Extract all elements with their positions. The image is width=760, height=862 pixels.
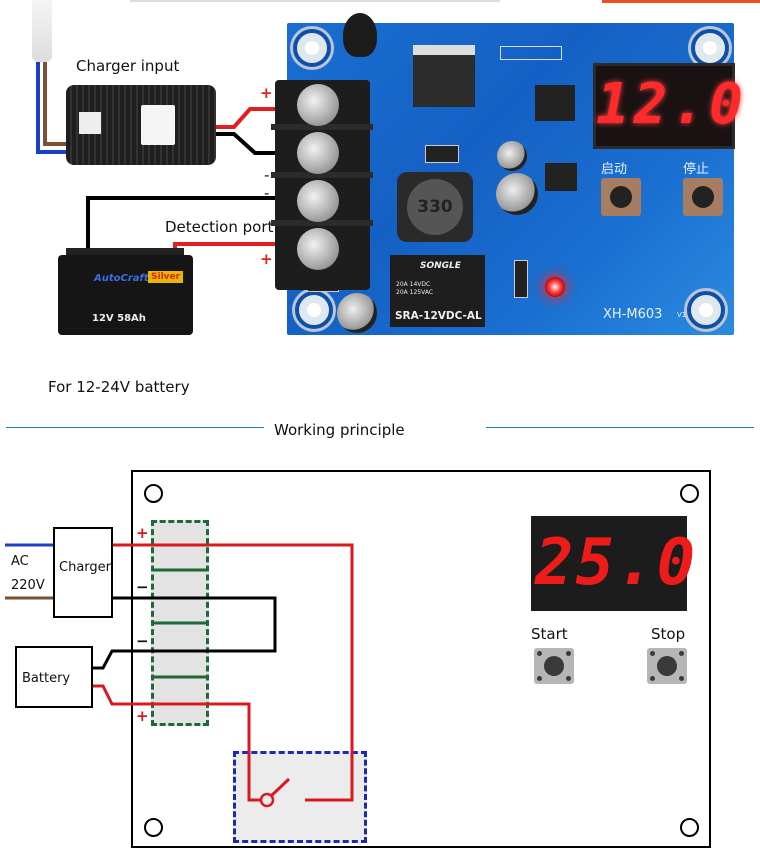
terminal-fin xyxy=(271,124,373,130)
charger-box-label: Charger xyxy=(59,560,111,575)
terminal-screw-4 xyxy=(297,228,339,270)
mount-hole-top-right xyxy=(691,29,729,67)
button-pin-icon xyxy=(650,651,655,656)
capacitor-top xyxy=(343,13,377,57)
relay-spec-line: 20A 14VDC xyxy=(396,281,431,288)
charger-positive-line xyxy=(112,543,354,802)
transistor xyxy=(545,163,577,191)
top-border-gray xyxy=(130,0,500,2)
stop-button-pcb[interactable] xyxy=(683,178,723,216)
working-principle-title: Working principle xyxy=(274,421,405,439)
detection-port-label: Detection port xyxy=(165,218,274,236)
screw-terminal-block xyxy=(271,80,373,290)
top-border-orange xyxy=(602,0,760,3)
terminal-polarity-1: + xyxy=(136,524,149,542)
mount-hole-bottom-left xyxy=(295,291,333,329)
start-label: Start xyxy=(531,625,568,643)
charger-box: Charger xyxy=(53,527,113,618)
mount-hole-top-left xyxy=(293,29,331,67)
pcb-display-value: 12.0 xyxy=(596,72,747,137)
regulator-ic xyxy=(413,45,475,107)
charger-input-label: Charger input xyxy=(76,57,180,75)
ac-label: AC xyxy=(11,554,29,569)
charger-socket-icon xyxy=(79,112,101,134)
schematic-seven-segment-display: 25.0 xyxy=(531,516,698,611)
battery-note-label: For 12-24V battery xyxy=(48,378,190,396)
car-battery: AutoCraft Silver 12V 58Ah xyxy=(58,255,193,335)
button-cap-icon xyxy=(544,656,564,676)
pcb-seven-segment-display: 12.0 xyxy=(593,63,747,149)
button-pin-icon xyxy=(650,676,655,681)
terminal-screw-2 xyxy=(297,132,339,174)
divider-line-left xyxy=(6,427,264,428)
terminal-screw-1 xyxy=(297,84,339,126)
battery-brand: AutoCraft xyxy=(94,273,149,284)
start-button[interactable] xyxy=(534,648,574,684)
mount-hole-icon xyxy=(144,484,163,503)
capacitor-c2 xyxy=(497,141,527,171)
button-cap-icon xyxy=(657,656,677,676)
terminal-fin xyxy=(271,172,373,178)
schematic-display-value: 25.0 xyxy=(535,526,698,600)
voltage-label: 220V xyxy=(11,578,45,593)
ac-plug-icon xyxy=(32,0,52,62)
relay-spec: 20A 14VDC 20A 125VAC xyxy=(396,281,433,297)
button-pin-icon xyxy=(537,676,542,681)
mount-hole-icon xyxy=(680,484,699,503)
battery-rating: 12V 58Ah xyxy=(92,313,146,324)
relay-switch-pivot-icon xyxy=(259,792,275,808)
mount-hole-bottom-right xyxy=(687,291,725,329)
stop-label: Stop xyxy=(651,625,686,643)
start-button-pcb[interactable] xyxy=(601,178,641,216)
button-pin-icon xyxy=(566,651,571,656)
charger-negative-line xyxy=(92,596,277,670)
button-pin-icon xyxy=(679,676,684,681)
stop-button[interactable] xyxy=(647,648,687,684)
relay-model: SRA-12VDC-AL xyxy=(395,310,482,322)
relay-brand: SONGLE xyxy=(420,261,461,271)
ac-neutral-wire xyxy=(43,62,70,146)
polarity-mark-3: - xyxy=(264,184,270,202)
status-led-icon xyxy=(545,277,565,297)
stop-button-label-cn: 停止 xyxy=(683,162,710,177)
polarity-mark-1: + xyxy=(260,84,273,102)
button-pin-icon xyxy=(679,651,684,656)
inductor: 330 xyxy=(397,172,473,242)
battery-box-label: Battery xyxy=(22,671,71,686)
capacitor-bottom xyxy=(337,293,377,333)
battery-box: Battery xyxy=(15,646,93,708)
module-version-label: V1 xyxy=(677,311,687,319)
microcontroller-chip xyxy=(535,85,575,121)
terminal-polarity-4: + xyxy=(136,707,149,725)
terminal-polarity-3: − xyxy=(136,632,149,650)
diode-d3 xyxy=(514,260,528,298)
divider-line-right xyxy=(486,427,754,428)
charger-adapter xyxy=(66,85,216,165)
header-pins xyxy=(500,46,562,60)
module-model-label: XH-M603 xyxy=(603,307,663,322)
terminal-fin xyxy=(271,220,373,226)
start-button-label-cn: 启动 xyxy=(601,162,628,177)
inductor-marking: 330 xyxy=(407,179,463,235)
terminal-polarity-2: − xyxy=(136,578,149,596)
mount-hole-icon xyxy=(144,818,163,837)
polarity-mark-4: + xyxy=(260,250,273,268)
charger-sticker xyxy=(141,105,175,145)
battery-positive-line xyxy=(92,684,260,802)
terminal-screw-3 xyxy=(297,180,339,222)
relay: SONGLE 20A 14VDC 20A 125VAC SRA-12VDC-AL xyxy=(390,255,485,327)
mount-hole-icon xyxy=(680,818,699,837)
battery-sub-brand: Silver xyxy=(148,271,184,283)
diode-d2 xyxy=(425,145,459,163)
polarity-mark-2: - xyxy=(264,166,270,184)
schematic-board xyxy=(131,470,711,848)
relay-switch-arm-icon xyxy=(269,777,291,798)
button-pin-icon xyxy=(566,676,571,681)
relay-outline xyxy=(233,751,367,843)
ac-live-wire xyxy=(36,62,70,154)
button-pin-icon xyxy=(537,651,542,656)
capacitor-c4 xyxy=(496,173,538,215)
relay-spec-line: 20A 125VAC xyxy=(396,289,434,296)
